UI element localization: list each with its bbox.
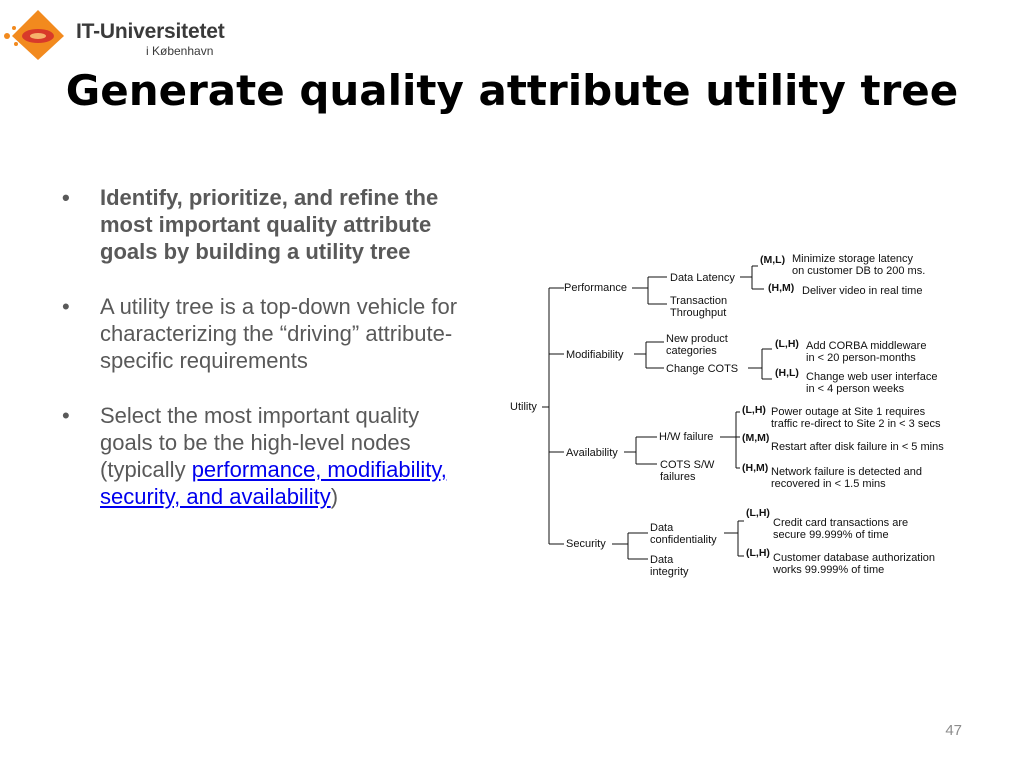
priority-badge: (M,M)	[742, 432, 769, 444]
scenario-text: Power outage at Site 1 requires	[771, 406, 926, 418]
priority-badge: (H,M)	[768, 282, 794, 294]
itu-logo-icon	[4, 10, 64, 60]
page-number: 47	[945, 722, 962, 739]
logo-subtitle: i København	[146, 44, 214, 58]
slide-title: Generate quality attribute utility tree	[65, 66, 959, 115]
scenario-text: in < 20 person-months	[806, 352, 916, 364]
tree-root-label: Utility	[510, 401, 537, 413]
bullet-text: A utility tree is a top-down vehicle for…	[100, 294, 458, 373]
refinement-new-product: New product	[666, 333, 728, 345]
utility-tree-diagram: Utility Performance Data Latency Transac…	[510, 253, 944, 578]
scenario-text: Restart after disk failure in < 5 mins	[771, 441, 944, 453]
scenario-text: Customer database authorization	[773, 552, 935, 564]
priority-badge: (L,H)	[742, 404, 766, 416]
scenario-text: Add CORBA middleware	[806, 340, 926, 352]
scenario-text: Deliver video in real time	[802, 285, 922, 297]
refinement-confidentiality: confidentiality	[650, 534, 717, 546]
priority-badge: (H,L)	[775, 367, 799, 379]
scenario-text: Credit card transactions are	[773, 517, 908, 529]
bullet-text: Identify, prioritize, and refine the mos…	[100, 185, 439, 264]
refinement-integrity: integrity	[650, 566, 689, 578]
scenario-text: on customer DB to 200 ms.	[792, 265, 925, 277]
scenario-text: Network failure is detected and	[771, 466, 922, 478]
bullet-text: Select the most important quality goals …	[100, 403, 420, 482]
refinement-data-latency: Data Latency	[670, 272, 735, 284]
scenario-text: in < 4 person weeks	[806, 383, 905, 395]
scenario-text: traffic re-direct to Site 2 in < 3 secs	[771, 418, 941, 430]
scenario-text: Minimize storage latency	[792, 253, 914, 265]
refinement-throughput: Throughput	[670, 307, 726, 319]
refinement-data: Data	[650, 554, 674, 566]
attribute-availability: Availability	[566, 447, 618, 459]
priority-badge: (M,L)	[760, 254, 785, 266]
priority-badge: (L,H)	[746, 507, 770, 519]
quality-goals-link[interactable]: performance, modifiability, security, an…	[100, 457, 447, 509]
logo-name: IT-Universitetet	[76, 20, 225, 43]
refinement-transaction: Transaction	[670, 295, 727, 307]
refinement-cots-sw: COTS S/W	[660, 459, 715, 471]
itu-logo: IT-Universitetet i København	[0, 6, 230, 62]
priority-badge: (L,H)	[775, 338, 799, 350]
scenario-text: works 99.999% of time	[772, 564, 884, 576]
priority-badge: (L,H)	[746, 547, 770, 559]
attribute-modifiability: Modifiability	[566, 349, 624, 361]
bullet-list: Identify, prioritize, and refine the mos…	[62, 184, 462, 538]
attribute-performance: Performance	[564, 282, 627, 294]
refinement-data: Data	[650, 522, 674, 534]
priority-badge: (H,M)	[742, 462, 768, 474]
scenario-text: recovered in < 1.5 mins	[771, 478, 886, 490]
scenario-text: secure 99.999% of time	[773, 529, 889, 541]
refinement-hw-failure: H/W failure	[659, 431, 713, 443]
refinement-categories: categories	[666, 345, 717, 357]
bullet-item: Identify, prioritize, and refine the mos…	[62, 184, 462, 265]
bullet-text-end: )	[330, 484, 339, 509]
refinement-change-cots: Change COTS	[666, 363, 738, 375]
refinement-failures: failures	[660, 471, 696, 483]
attribute-security: Security	[566, 538, 606, 550]
bullet-item: A utility tree is a top-down vehicle for…	[62, 293, 462, 374]
bullet-item: Select the most important quality goals …	[62, 402, 462, 510]
scenario-text: Change web user interface	[806, 371, 937, 383]
